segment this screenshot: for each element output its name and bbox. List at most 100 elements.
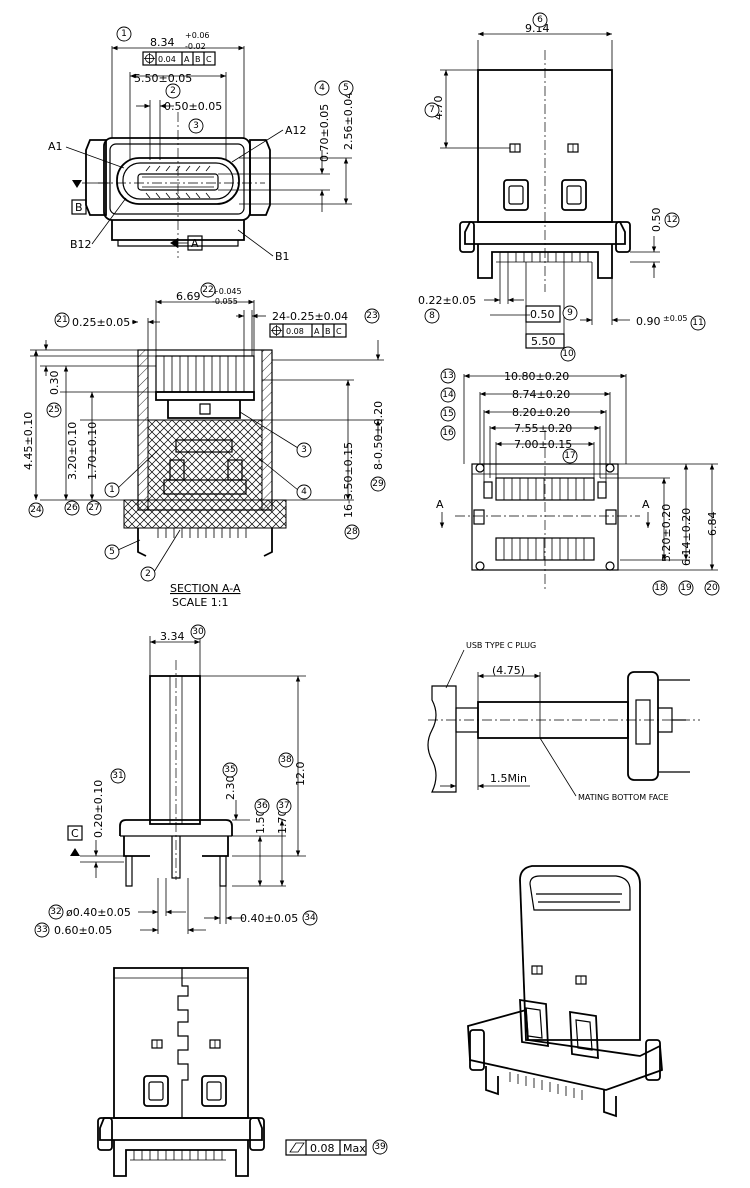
flatness-suffix: Max (343, 1142, 366, 1155)
mating-label-plug: USB TYPE C PLUG (466, 641, 536, 650)
fcf2-datum-1: A (314, 327, 320, 336)
side-dim-150: 1.50 (254, 810, 267, 835)
fcf1-datum-1: A (184, 55, 190, 64)
svg-text:2: 2 (170, 86, 176, 96)
dim-width-834-tol-upper: +0.06 (185, 31, 210, 40)
balloon-4-section (296, 484, 312, 500)
fcf2-datum-3: C (336, 327, 342, 336)
side-dim-020: 0.20±0.10 (92, 780, 105, 838)
balloon-35 (222, 762, 238, 778)
balloon-32 (48, 904, 64, 920)
balloon-33 (34, 922, 50, 938)
svg-text:3: 3 (301, 445, 307, 455)
pin-label-b12: B12 (70, 238, 92, 251)
svg-text:19: 19 (680, 583, 692, 593)
section-dim-width-tol-upper: +0.045 (212, 287, 242, 296)
feature-control-frame-2: 0.08 A B C (269, 323, 347, 338)
balloon-36 (254, 798, 270, 814)
dim-pitch-050: 0.50±0.05 (164, 100, 222, 113)
mating-view: USB TYPE C PLUG (4.75) 1.5Min MATING BOT… (427, 641, 700, 802)
svg-text:22: 22 (202, 285, 213, 295)
bottom-view: 0.08 Max 39 (97, 967, 388, 1177)
svg-text:30: 30 (192, 627, 204, 637)
svg-text:39: 39 (374, 1142, 386, 1152)
svg-text:4: 4 (319, 83, 325, 93)
svg-text:32: 32 (50, 907, 61, 917)
front-face-view: A1 A12 B12 B1 B A 8.34 +0.06 -0.02 (48, 26, 355, 263)
balloon-9 (562, 305, 578, 321)
mating-label-face: MATING BOTTOM FACE (578, 793, 669, 802)
section-scale: SCALE 1:1 (172, 596, 228, 609)
svg-text:15: 15 (442, 409, 453, 419)
svg-text:21: 21 (56, 315, 67, 325)
pin-label-a12: A12 (285, 124, 307, 137)
fp-dim-1080: 10.80±0.20 (504, 370, 569, 383)
svg-text:28: 28 (346, 527, 358, 537)
balloon-39 (372, 1139, 388, 1155)
iso-pins (509, 1072, 583, 1100)
balloon-1-section (104, 482, 120, 498)
svg-text:34: 34 (304, 913, 316, 923)
section-dim-445: 4.45±0.10 (22, 412, 35, 470)
balloon-14 (440, 387, 456, 403)
section-dim-050: 8-0.50±0.20 (372, 401, 385, 470)
balloon-31 (110, 768, 126, 784)
section-marker-a-left: A (436, 498, 444, 511)
bottom-pins-view2 (496, 252, 592, 263)
svg-text:1: 1 (121, 29, 127, 39)
footprint-view: A A 10.80±0.20 8.74±0.20 8.20±0.20 7.55±… (436, 368, 720, 596)
section-dim-320: 3.20±0.10 (66, 422, 79, 480)
section-dim-width-669: 6.69 (176, 290, 201, 303)
balloon-3 (188, 118, 204, 134)
balloon-34 (302, 910, 318, 926)
side-dim-230: 2.30 (224, 776, 237, 801)
svg-text:5: 5 (343, 83, 349, 93)
section-dim-width-tol-lower: -0.055 (212, 297, 238, 306)
top-pad-row (495, 477, 595, 501)
balloon-10 (560, 346, 576, 362)
flatness-value: 0.08 (310, 1142, 335, 1155)
svg-text:12: 12 (666, 215, 677, 225)
mating-dim-min: 1.5Min (490, 772, 527, 785)
svg-text:1: 1 (109, 485, 115, 495)
balloon-11 (690, 315, 706, 331)
svg-text:2: 2 (145, 569, 151, 579)
balloon-13 (440, 368, 456, 384)
svg-text:18: 18 (654, 583, 666, 593)
fp-dim-874: 8.74±0.20 (512, 388, 570, 401)
side-dim-120: 12.0 (294, 762, 307, 787)
balloon-8 (424, 308, 440, 324)
svg-text:23: 23 (366, 311, 377, 321)
svg-text:26: 26 (66, 503, 78, 513)
dim-offset-050: 0.50 (650, 208, 663, 233)
balloon-17 (562, 448, 578, 464)
svg-text:13: 13 (442, 371, 453, 381)
flatness-tolerance-frame: 0.08 Max (285, 1139, 367, 1156)
fp-dim-614: 6.14±0.20 (680, 508, 693, 566)
balloon-25 (46, 402, 62, 418)
section-title: SECTION A-A (170, 582, 241, 595)
dim-tongue-070: 0.70±0.05 (318, 104, 331, 162)
fp-dim-520: 5.20±0.20 (660, 504, 673, 562)
dim-pad-width-022: 0.22±0.05 (418, 294, 476, 307)
svg-text:37: 37 (278, 801, 289, 811)
balloon-27 (86, 500, 102, 516)
section-dim-pins-024: 24-0.25±0.04 (272, 310, 348, 323)
svg-text:29: 29 (372, 479, 384, 489)
balloon-37 (276, 798, 292, 814)
svg-text:14: 14 (442, 390, 454, 400)
side-dim-040: 0.40±0.05 (240, 912, 298, 925)
side-dim-060: 0.60±0.05 (54, 924, 112, 937)
balloon-28 (344, 524, 360, 540)
svg-text:4: 4 (301, 487, 307, 497)
bottom-pad-row (495, 537, 595, 561)
pin-label-a1: A1 (48, 140, 63, 153)
balloon-2 (165, 83, 181, 99)
tongue-contacts (142, 165, 214, 199)
balloon-38 (278, 752, 294, 768)
svg-text:8: 8 (429, 311, 435, 321)
svg-text:3: 3 (193, 121, 199, 131)
datum-a: A (191, 237, 199, 250)
fcf2-tolerance: 0.08 (286, 327, 304, 336)
